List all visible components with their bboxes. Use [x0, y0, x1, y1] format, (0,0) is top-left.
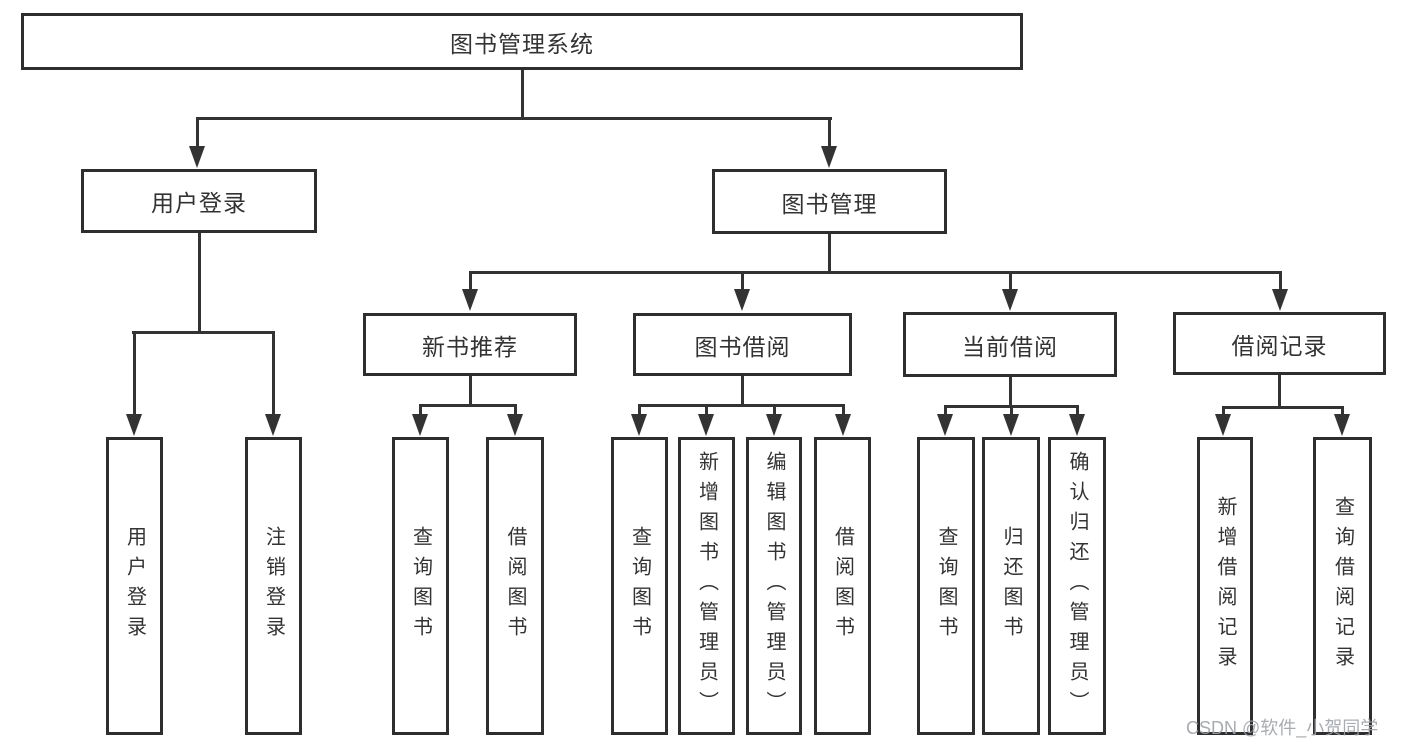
leaf-borrow-book: 借阅图书 — [814, 437, 871, 735]
connector-line — [1009, 271, 1012, 292]
arrow-down-icon — [1069, 414, 1085, 436]
connector-line — [272, 331, 275, 417]
connector-line — [773, 404, 776, 418]
leaf-label: 借阅图书 — [504, 526, 526, 646]
arrow-down-icon — [734, 289, 750, 311]
node-label: 图书管理系统 — [450, 30, 594, 57]
connector-line — [1341, 406, 1344, 418]
arrow-down-icon — [126, 414, 142, 436]
arrow-down-icon — [412, 414, 428, 436]
connector-line — [705, 404, 708, 418]
node-label: 图书管理 — [781, 190, 878, 217]
leaf-confirm-return-admin: 确认归还（管理员） — [1048, 437, 1106, 735]
connector-line — [1278, 375, 1281, 409]
leaf-query-borrow-record: 查询借阅记录 — [1313, 437, 1372, 735]
connector-line — [828, 117, 831, 150]
node-label: 图书借阅 — [694, 333, 791, 360]
connector-line — [638, 404, 845, 407]
node-book-borrow: 图书借阅 — [633, 313, 852, 376]
connector-line — [521, 70, 524, 118]
connector-line — [1222, 406, 1344, 409]
connector-line — [419, 404, 422, 418]
leaf-query-book-current: 查询图书 — [917, 437, 975, 735]
connector-line — [132, 331, 275, 334]
leaf-edit-book-admin: 编辑图书（管理员） — [746, 437, 802, 735]
arrow-down-icon — [462, 289, 478, 311]
node-book-management: 图书管理 — [712, 169, 947, 234]
connector-line — [133, 331, 136, 417]
leaf-user-login: 用户登录 — [106, 437, 163, 735]
arrow-down-icon — [631, 414, 647, 436]
leaf-label: 注销登录 — [262, 526, 285, 646]
leaf-logout: 注销登录 — [245, 437, 302, 735]
leaf-label: 借阅图书 — [831, 526, 854, 646]
connector-line — [514, 404, 517, 418]
node-label: 借阅记录 — [1231, 332, 1328, 359]
node-current-borrow: 当前借阅 — [903, 312, 1117, 377]
connector-line — [741, 271, 744, 292]
connector-line — [469, 271, 1282, 274]
leaf-label: 查询图书 — [628, 526, 651, 646]
leaf-label: 查询图书 — [409, 526, 432, 646]
arrow-down-icon — [1215, 414, 1231, 436]
connector-line — [1010, 405, 1013, 418]
node-borrow-record: 借阅记录 — [1173, 312, 1386, 375]
connector-line — [828, 234, 831, 274]
arrow-down-icon — [766, 414, 782, 436]
arrow-down-icon — [1002, 289, 1018, 311]
arrow-down-icon — [265, 414, 281, 436]
leaf-add-borrow-record: 新增借阅记录 — [1197, 437, 1253, 735]
node-user-login: 用户登录 — [81, 169, 317, 233]
leaf-label: 新增借阅记录 — [1214, 496, 1236, 676]
arrow-down-icon — [1272, 289, 1288, 311]
arrow-down-icon — [937, 414, 953, 436]
arrow-down-icon — [507, 414, 523, 436]
connector-line — [419, 404, 517, 407]
arrow-down-icon — [1334, 414, 1350, 436]
arrow-down-icon — [1003, 414, 1019, 436]
leaf-query-book-borrow: 查询图书 — [611, 437, 668, 735]
arrow-down-icon — [698, 414, 714, 436]
connector-line — [196, 117, 199, 150]
node-label: 用户登录 — [151, 190, 247, 216]
connector-line — [1279, 271, 1282, 292]
arrow-down-icon — [189, 146, 205, 168]
leaf-label: 编辑图书（管理员） — [763, 451, 785, 721]
connector-line — [198, 233, 201, 334]
connector-line — [1222, 406, 1225, 418]
connector-line — [638, 404, 641, 418]
leaf-label: 查询借阅记录 — [1331, 496, 1354, 676]
connector-line — [741, 376, 744, 407]
connector-line — [196, 117, 832, 120]
node-new-book-recommend: 新书推荐 — [363, 313, 577, 376]
node-label: 当前借阅 — [962, 333, 1058, 360]
connector-line — [842, 404, 845, 418]
leaf-borrow-book-recommend: 借阅图书 — [486, 437, 544, 735]
leaf-label: 归还图书 — [1000, 526, 1022, 646]
csdn-watermark: CSDN @软件_小贺同学 — [1186, 718, 1379, 738]
leaf-return-book: 归还图书 — [982, 437, 1040, 735]
connector-line — [944, 405, 947, 418]
connector-line — [469, 376, 472, 407]
leaf-label: 确认归还（管理员） — [1066, 451, 1088, 721]
arrow-down-icon — [835, 414, 851, 436]
node-root-library-system: 图书管理系统 — [21, 13, 1023, 70]
leaf-add-book-admin: 新增图书（管理员） — [678, 437, 735, 735]
leaf-label: 用户登录 — [123, 526, 146, 646]
connector-line — [1076, 405, 1079, 418]
leaf-query-book-recommend: 查询图书 — [392, 437, 449, 735]
leaf-label: 查询图书 — [935, 526, 957, 646]
connector-line — [1009, 377, 1012, 408]
node-label: 新书推荐 — [422, 333, 518, 360]
leaf-label: 新增图书（管理员） — [695, 451, 718, 721]
connector-line — [469, 271, 472, 292]
arrow-down-icon — [821, 146, 837, 168]
